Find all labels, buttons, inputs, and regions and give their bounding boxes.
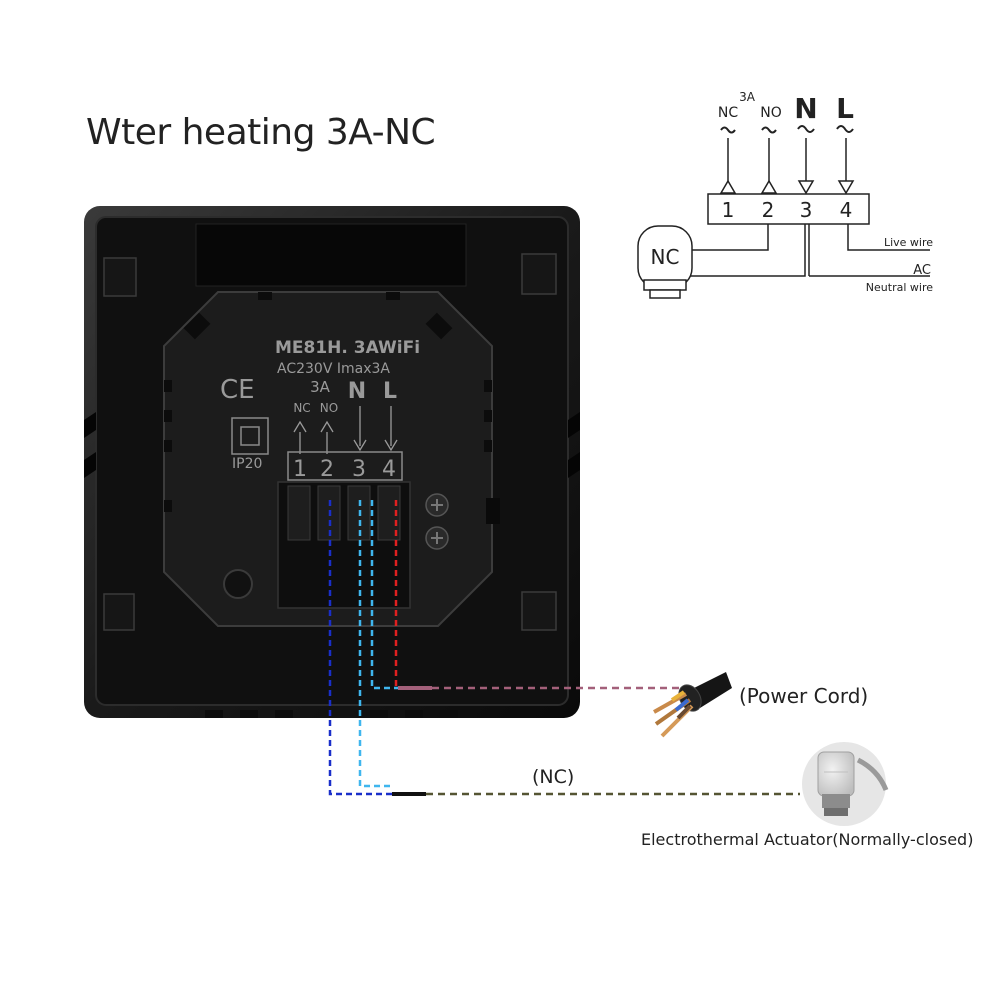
schematic-terminal-1: 1 <box>722 198 735 222</box>
schematic-label-nc: NC <box>718 105 738 121</box>
schematic: NC 3A NO N L 1 2 3 4 <box>637 90 933 299</box>
schematic-actuator-label: NC <box>651 245 680 269</box>
schematic-wires <box>690 224 930 277</box>
schematic-terminal-block <box>707 193 870 225</box>
schematic-terminal-3: 3 <box>800 198 813 222</box>
ce-mark: CE <box>220 375 255 405</box>
device-wires <box>328 500 398 796</box>
device-model: ME81H. 3AWiFi <box>275 338 420 358</box>
device-label-l: L <box>383 379 397 404</box>
device-label-nc: NC <box>293 401 310 415</box>
terminal-arrows <box>719 179 855 195</box>
device-terminal-4: 4 <box>382 457 396 482</box>
actuator-label: Electrothermal Actuator(Normally-closed) <box>641 830 974 849</box>
schematic-label-l: L <box>836 92 854 125</box>
schematic-label-n: N <box>794 92 817 125</box>
schematic-label-no: NO <box>760 105 782 121</box>
device-labels: ME81H. 3AWiFi AC230V Imax3A CE 3A N L NC… <box>220 338 420 472</box>
schematic-rating: 3A <box>739 90 756 104</box>
schematic-terminal-2: 2 <box>762 198 775 222</box>
reset-button-icon <box>223 569 253 599</box>
wire-light-blue-n <box>370 500 398 690</box>
device-terminal-box <box>287 451 403 481</box>
device-rating: 3A <box>310 378 331 396</box>
wire-dark-blue <box>328 500 392 796</box>
diagram-title: Wter heating 3A-NC <box>86 112 436 153</box>
tilde-marks <box>720 125 854 134</box>
device-terminal-3: 3 <box>352 457 366 482</box>
wire-light-blue-nc <box>358 500 392 788</box>
ac-label: AC <box>913 263 931 278</box>
device-label-n: N <box>348 379 366 404</box>
nc-label: (NC) <box>532 766 575 788</box>
device-spec: AC230V Imax3A <box>277 361 390 377</box>
neutral-wire-label: Neutral wire <box>866 281 933 294</box>
schematic-actuator: NC <box>637 225 693 299</box>
power-cord-label: (Power Cord) <box>739 684 869 708</box>
device-terminal-2: 2 <box>320 457 334 482</box>
device-label-no: NO <box>320 401 338 415</box>
live-wire-label: Live wire <box>884 236 933 249</box>
power-cord-icon <box>653 672 732 738</box>
ip-rating: IP20 <box>232 456 262 472</box>
thermostat-back: ME81H. 3AWiFi AC230V Imax3A CE 3A N L NC… <box>84 206 580 718</box>
ip-box-icon <box>231 417 269 455</box>
device-terminal-1: 1 <box>293 457 307 482</box>
actuator-icon <box>802 742 889 826</box>
terminal-screws <box>425 493 449 550</box>
schematic-terminal-4: 4 <box>840 198 853 222</box>
